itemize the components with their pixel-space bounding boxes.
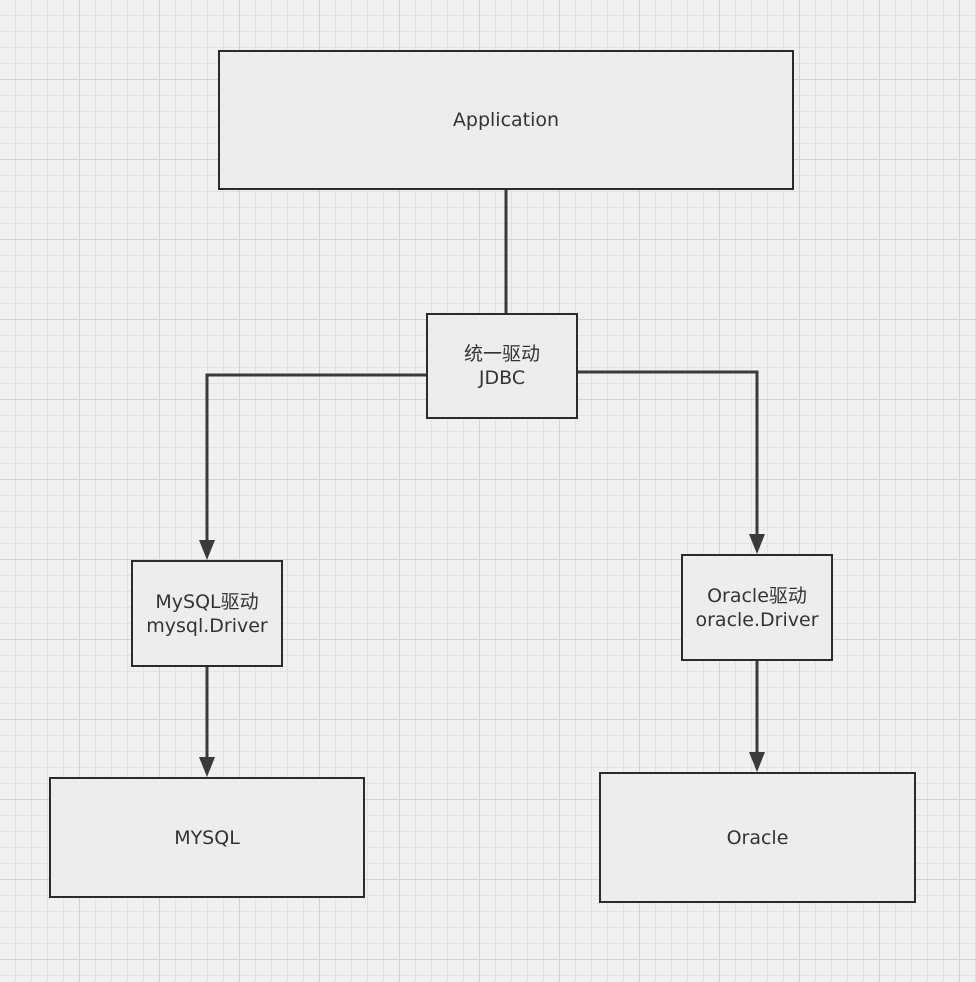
- application-node: Application: [218, 50, 794, 190]
- jdbc-label-line-1: 统一驱动: [463, 343, 540, 365]
- mysql-database-node: MYSQL: [49, 777, 365, 898]
- oracle-database-label: Oracle: [726, 826, 789, 849]
- arrowhead-oracle: [749, 752, 765, 772]
- edge-jdbc-to-mysql-driver: [205, 373, 427, 544]
- oracle-driver-label-line-1: Oracle驱动: [707, 584, 807, 607]
- mysql-driver-node: MySQL驱动 mysql.Driver: [131, 560, 283, 667]
- jdbc-label-line-2: JDBC: [478, 367, 526, 389]
- mysql-driver-label-line-2: mysql.Driver: [146, 614, 268, 637]
- mysql-driver-label-line-1: MySQL驱动: [155, 590, 259, 613]
- oracle-driver-node: Oracle驱动 oracle.Driver: [681, 554, 833, 661]
- mysql-database-label: MYSQL: [174, 826, 240, 849]
- oracle-database-node: Oracle: [599, 772, 916, 903]
- arrowhead-mysql-driver: [199, 540, 215, 560]
- arrowhead-oracle-driver: [749, 534, 765, 554]
- arrowhead-mysql: [199, 757, 215, 777]
- oracle-driver-label-line-2: oracle.Driver: [695, 608, 819, 631]
- edge-jdbc-to-oracle-driver: [577, 370, 759, 538]
- application-label: Application: [452, 109, 560, 131]
- jdbc-node: 统一驱动 JDBC: [426, 313, 578, 419]
